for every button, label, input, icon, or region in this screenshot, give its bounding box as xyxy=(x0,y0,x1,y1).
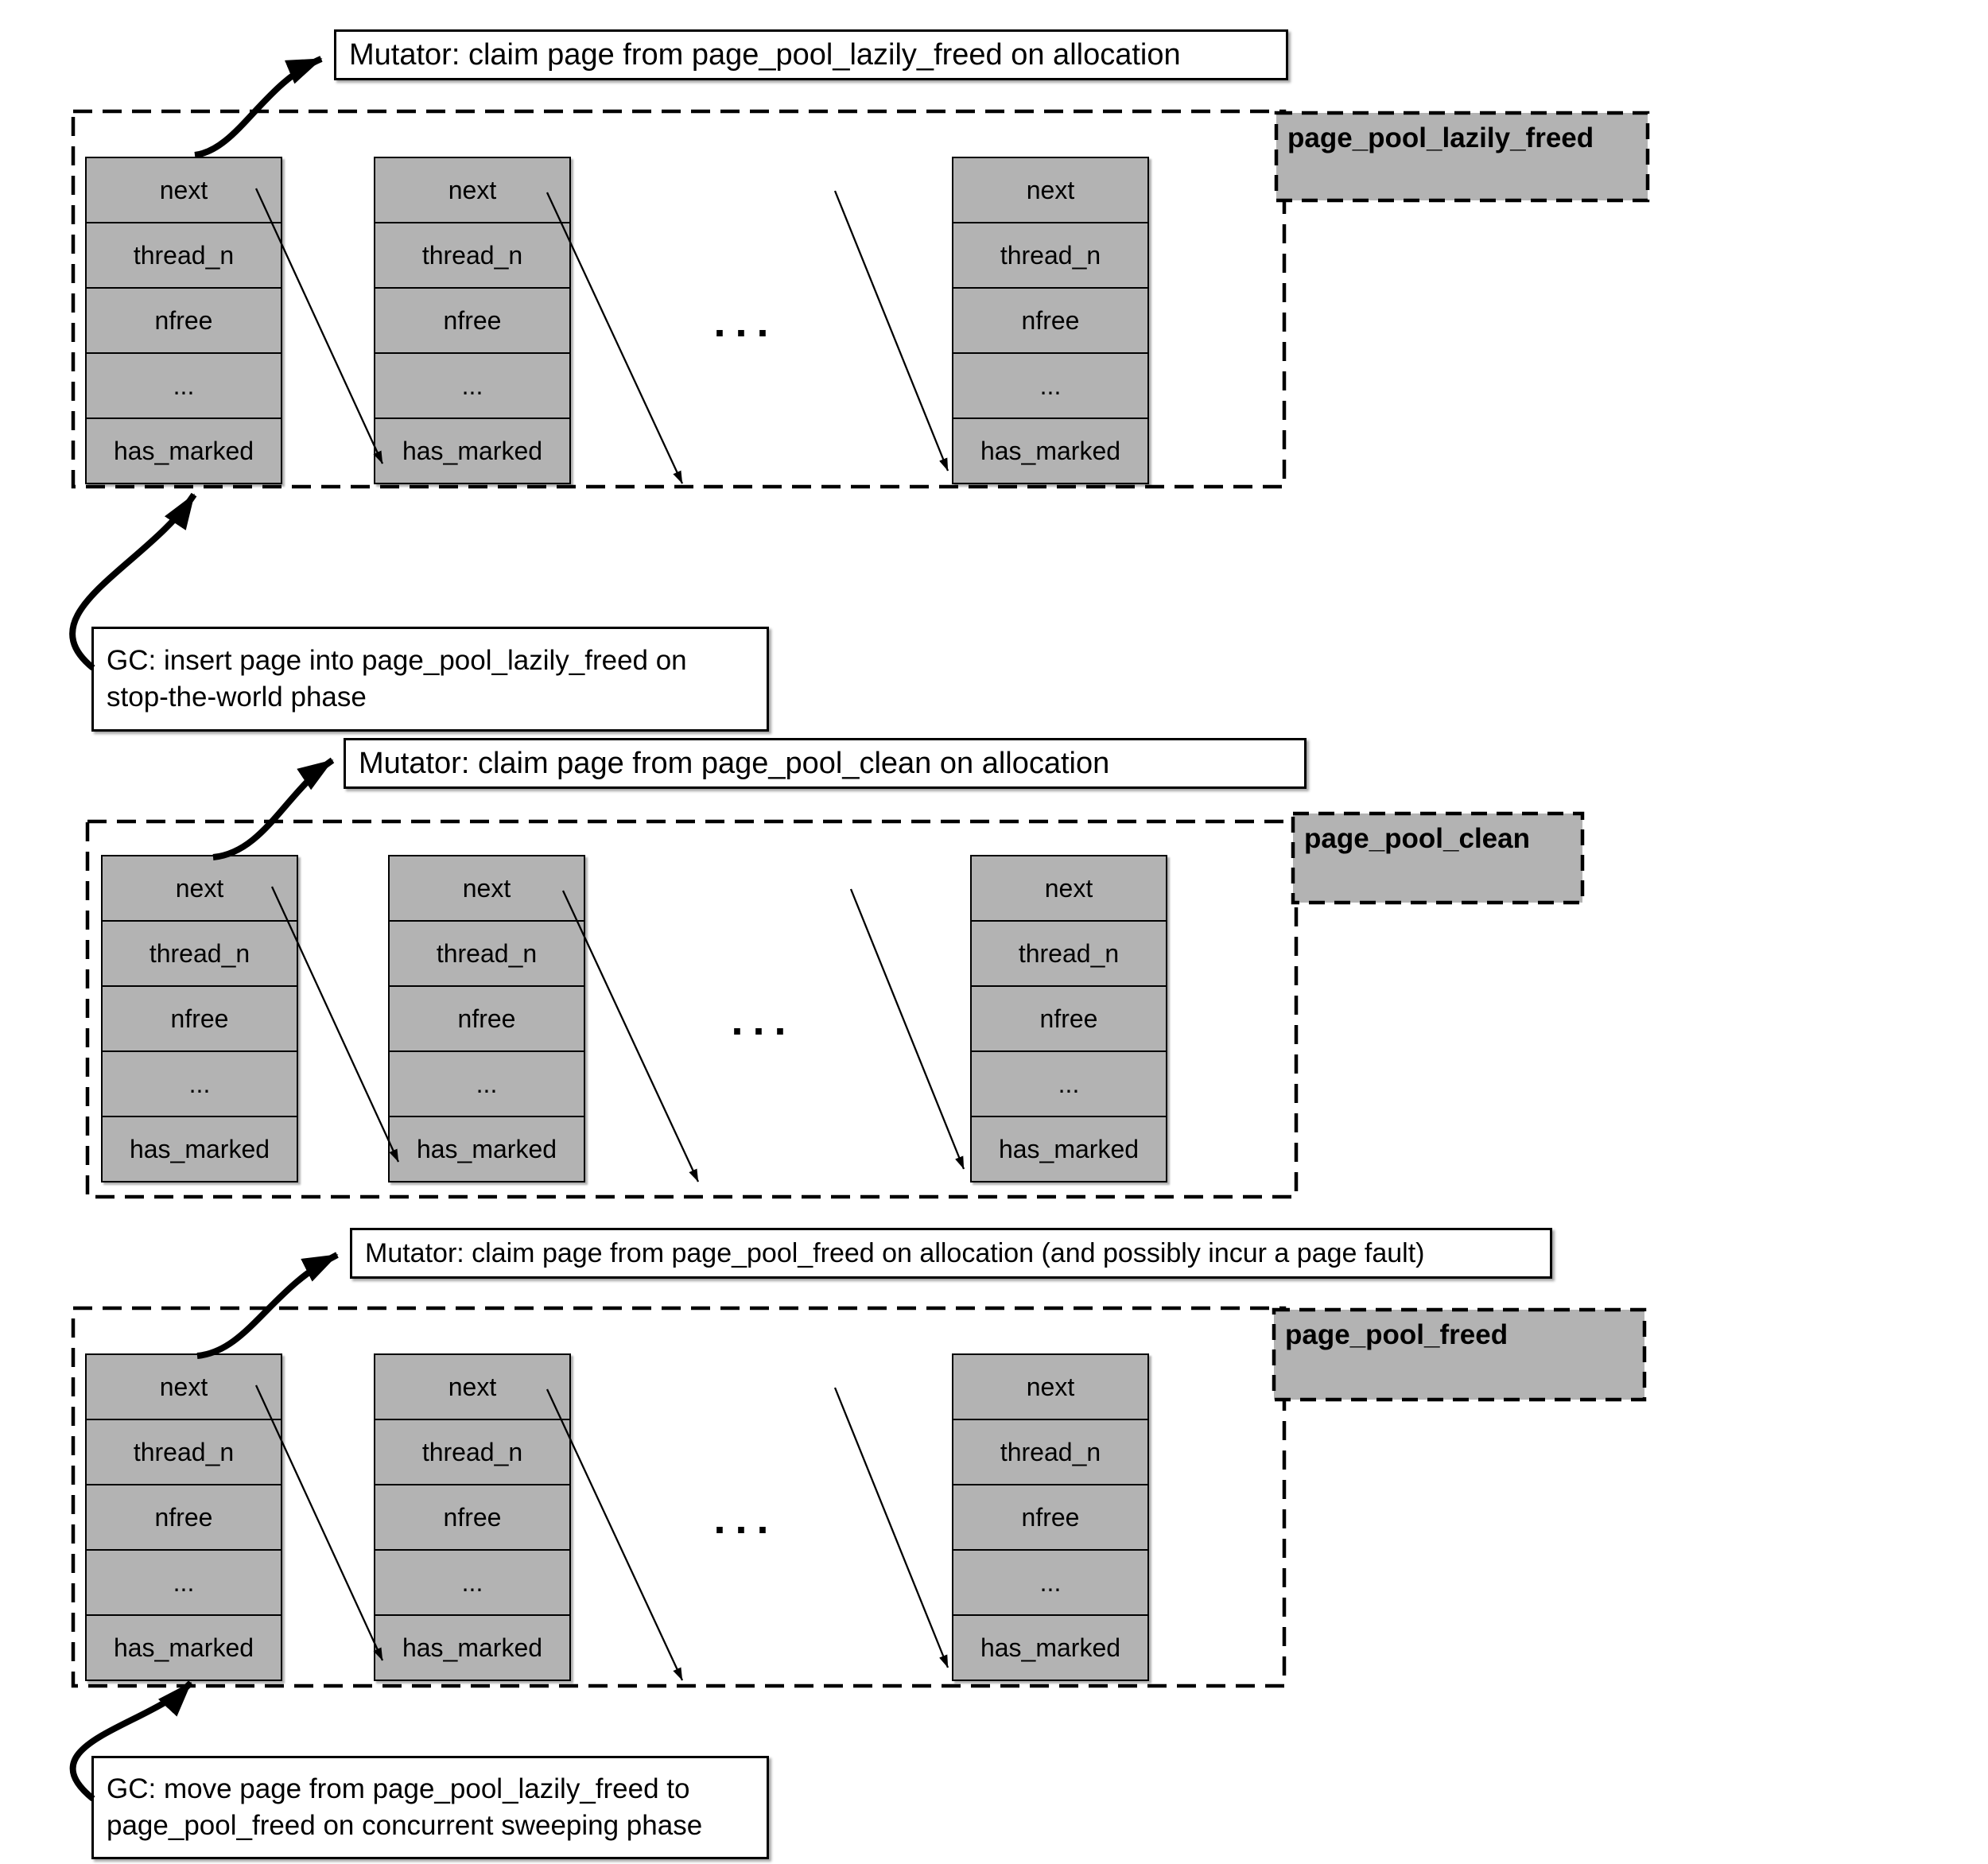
mutator-note-freed: Mutator: claim page from page_pool_freed… xyxy=(350,1228,1552,1279)
page-field-cell: ... xyxy=(390,1050,584,1116)
page-field-cell: ... xyxy=(953,352,1147,417)
more-pages-ellipsis: ... xyxy=(713,1495,779,1543)
page-field-cell: next xyxy=(159,175,208,204)
next-pointer-arrow xyxy=(849,888,965,1170)
pool-name-text: page_pool_freed xyxy=(1285,1319,1508,1350)
gc-note-line: page_pool_freed on concurrent sweeping p… xyxy=(107,1810,703,1841)
mutator-note-clean: Mutator: claim page from page_pool_clean… xyxy=(344,738,1307,789)
page-field-cell: next xyxy=(1044,873,1093,903)
page-field-cell: ... xyxy=(375,352,569,417)
page-field-cell: nfree xyxy=(375,287,569,352)
page-field-cell: has_marked xyxy=(103,1116,297,1181)
page-field-cell: ... xyxy=(375,1549,569,1614)
page-field-cell: nfree xyxy=(953,1484,1147,1549)
page-field-cell: thread_n xyxy=(375,1419,569,1484)
page-field-cell: thread_n xyxy=(375,222,569,287)
page-field-cell: nfree xyxy=(103,985,297,1050)
next-pointer-arrow xyxy=(833,190,949,472)
page-field-cell: has_marked xyxy=(972,1116,1166,1181)
page-field-cell: next xyxy=(462,873,511,903)
page-field-cell: nfree xyxy=(390,985,584,1050)
page-field-cell: next xyxy=(159,1372,208,1401)
gc-note-insert: GC: insert page into page_pool_lazily_fr… xyxy=(91,627,769,732)
page-field-cell: thread_n xyxy=(390,920,584,985)
page-field-cell: nfree xyxy=(953,287,1147,352)
mutator-claim-arrow xyxy=(196,1252,339,1359)
page-field-cell: has_marked xyxy=(87,1614,281,1680)
mutator-note-text: Mutator: claim page from page_pool_lazil… xyxy=(349,37,1181,72)
page-field-cell: nfree xyxy=(87,1484,281,1549)
page-field-cell: ... xyxy=(972,1050,1166,1116)
pool-name-tag-freed: page_pool_freed xyxy=(1274,1310,1644,1400)
page-field-cell: has_marked xyxy=(375,417,569,483)
more-pages-ellipsis: ... xyxy=(713,298,779,346)
more-pages-ellipsis: ... xyxy=(731,996,796,1044)
page-field-cell: next xyxy=(1026,175,1075,204)
pool-name-tag-lazily-freed: page_pool_lazily_freed xyxy=(1276,113,1648,200)
page-field-cell: has_marked xyxy=(953,417,1147,483)
gc-note-line: GC: insert page into page_pool_lazily_fr… xyxy=(107,644,687,676)
page-field-cell: next xyxy=(1026,1372,1075,1401)
page-field-cell: ... xyxy=(953,1549,1147,1614)
page-field-cell: has_marked xyxy=(953,1614,1147,1680)
page-field-cell: has_marked xyxy=(375,1614,569,1680)
mutator-note-lazily-freed: Mutator: claim page from page_pool_lazil… xyxy=(334,29,1288,80)
page-field-cell: next xyxy=(175,873,224,903)
page-field-cell: nfree xyxy=(375,1484,569,1549)
mutator-note-text: Mutator: claim page from page_pool_clean… xyxy=(359,746,1110,780)
page-field-cell: thread_n xyxy=(87,1419,281,1484)
page-field-cell: thread_n xyxy=(953,222,1147,287)
page-field-cell: has_marked xyxy=(390,1116,584,1181)
mutator-claim-arrow xyxy=(212,757,335,860)
page-field-cell: next xyxy=(448,175,497,204)
pool-name-tag-clean: page_pool_clean xyxy=(1293,814,1582,903)
page-field-cell: thread_n xyxy=(972,920,1166,985)
mutator-claim-arrow xyxy=(194,56,323,158)
page-field-cell: has_marked xyxy=(87,417,281,483)
gc-note-move: GC: move page from page_pool_lazily_free… xyxy=(91,1756,769,1859)
page-field-cell: ... xyxy=(87,352,281,417)
page-field-cell: next xyxy=(448,1372,497,1401)
page-field-cell: thread_n xyxy=(103,920,297,985)
page-field-cell: ... xyxy=(103,1050,297,1116)
gc-note-line: stop-the-world phase xyxy=(107,682,367,713)
mutator-note-text: Mutator: claim page from page_pool_freed… xyxy=(365,1237,1425,1268)
gc-note-line: GC: move page from page_pool_lazily_free… xyxy=(107,1773,690,1804)
page-field-cell: thread_n xyxy=(953,1419,1147,1484)
page-field-cell: thread_n xyxy=(87,222,281,287)
page-field-cell: ... xyxy=(87,1549,281,1614)
pool-name-text: page_pool_lazily_freed xyxy=(1287,122,1594,153)
page-field-cell: nfree xyxy=(972,985,1166,1050)
page-field-cell: nfree xyxy=(87,287,281,352)
pool-name-text: page_pool_clean xyxy=(1304,823,1530,854)
next-pointer-arrow xyxy=(833,1387,949,1668)
